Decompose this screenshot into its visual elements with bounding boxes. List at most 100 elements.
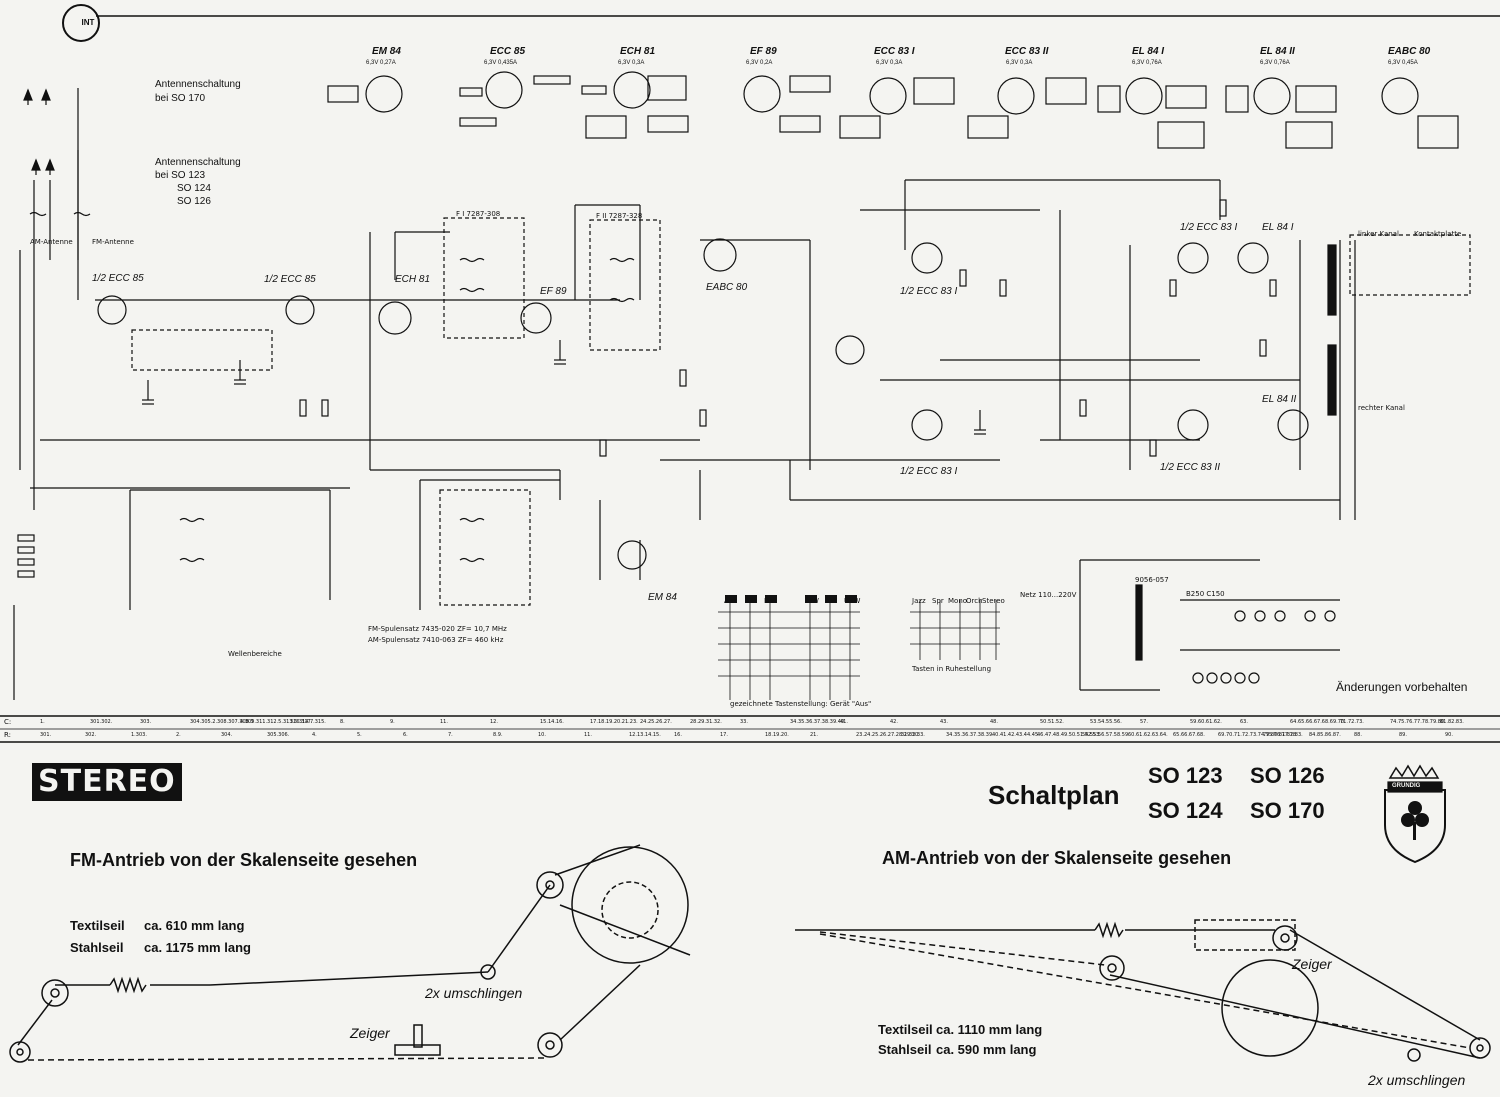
key-aus: Aus [724, 597, 737, 605]
tube-sub-ecc83-2: 6,3V 0,3A [1006, 60, 1033, 66]
fm-stahl-value: ca. 1175 mm lang [144, 940, 251, 955]
r-ref: 8.9. [493, 732, 503, 738]
stereo-logo: STEREO [32, 763, 182, 801]
schematic-tube-el84-1: EL 84 I [1262, 222, 1294, 233]
tube-sub-ech81: 6,3V 0,3A [618, 60, 645, 66]
r-ref: 18.19.20. [765, 732, 789, 738]
switch-rest-note: Tasten in Ruhestellung [912, 665, 992, 673]
c-ref: 1. [40, 719, 45, 725]
schematic-tube-ecc83-2: 1/2 ECC 83 II [1160, 462, 1221, 473]
tube-sub-em84: 6,3V 0,27A [366, 60, 396, 66]
c-ref: 34.35.36.37.38.39.40. [790, 719, 846, 725]
am-wrap-label: 2x umschlingen [1368, 1072, 1466, 1088]
tube-sub-ecc83-1: 6,3V 0,3A [876, 60, 903, 66]
c-ref: 4.309.311.312.5.313.6.314.7.315. [240, 719, 326, 725]
r-ref: 304. [221, 732, 233, 738]
c-ref: 53.54.55.56. [1090, 719, 1122, 725]
am-textil-label: Textilseil [878, 1022, 933, 1037]
c-ref: 74.75.76.77.78.79.80. [1390, 719, 1446, 725]
r-ref: 89. [1399, 732, 1407, 738]
am-stahl-value: ca. 590 mm lang [936, 1042, 1037, 1057]
c-ref: 64.65.66.67.68.69.70. [1290, 719, 1346, 725]
r-ref: 23.24.25.26.27.28.29.30. [856, 732, 920, 738]
r-ref: 21. [810, 732, 818, 738]
transformer-label: 9056-057 [1135, 576, 1169, 584]
antenna-so123-line2: bei SO 123 [155, 170, 206, 181]
r-row-label: R: [4, 731, 12, 739]
c-ref: 63. [1240, 719, 1248, 725]
c-ref: 316.317. [290, 719, 313, 725]
waveband-label: Wellenbereiche [228, 650, 282, 658]
r-ref: 54.55.56.57.58.59. [1082, 732, 1130, 738]
r-ref: 302. [85, 732, 97, 738]
r-ref: 12.13.14.15. [629, 732, 661, 738]
c-ref: 50.51.52. [1040, 719, 1064, 725]
r-ref: 69.70.71.72.73.74.75.76.77.78. [1218, 732, 1298, 738]
tube-header-ecc83-1: ECC 83 I [874, 46, 915, 57]
c-ref: 17.18.19.20.21.23. [590, 719, 638, 725]
tube-header-ecc85: ECC 85 [490, 46, 526, 57]
r-ref: 10. [538, 732, 546, 738]
schematic-tube-eabc80: EABC 80 [706, 282, 748, 293]
c-ref: 303. [140, 719, 152, 725]
c-ref: 41. [840, 719, 848, 725]
speaker-right-label: rechter Kanal [1358, 404, 1405, 412]
c-ref: 59.60.61.62. [1190, 719, 1222, 725]
r-ref: 2. [176, 732, 181, 738]
key-ukw: UKW [844, 597, 861, 605]
c-ref: 71.72.73. [1340, 719, 1364, 725]
am-drive-title: AM-Antrieb von der Skalenseite gesehen [882, 848, 1232, 868]
r-ref: 34.35.36.37.38.39. [946, 732, 994, 738]
model-so123: SO 123 [1148, 763, 1223, 788]
fm-drive-title: FM-Antrieb von der Skalenseite gesehen [70, 850, 418, 870]
r-ref: 60.61.62.63.64. [1128, 732, 1168, 738]
key-jazz: Jazz [912, 597, 926, 605]
schematic-tube-em84: EM 84 [648, 592, 677, 603]
r-ref: 305.306. [267, 732, 290, 738]
schematic-tube-ecc83-1a: 1/2 ECC 83 I [900, 286, 958, 297]
schematic-tube-ecc83-1c: 1/2 ECC 83 I [1180, 222, 1238, 233]
c-ref: 24.25.26.27. [640, 719, 672, 725]
tube-header-ecc83-2: ECC 83 II [1005, 46, 1049, 57]
int-logo: INT [62, 4, 100, 42]
fm-wrap-label: 2x umschlingen [425, 985, 523, 1001]
c-ref: 9. [390, 719, 395, 725]
tube-sub-eabc80: 6,3V 0,45A [1388, 60, 1418, 66]
model-so170: SO 170 [1250, 798, 1325, 823]
changes-note: Änderungen vorbehalten [1336, 680, 1468, 694]
rectifier-label: B250 C150 [1186, 590, 1225, 598]
fm-antenna-label: FM-Antenne [92, 238, 134, 246]
am-stahl-label: Stahlseil [878, 1042, 932, 1057]
c-ref: 33. [740, 719, 748, 725]
tube-header-el84-1: EL 84 I [1132, 46, 1165, 57]
r-ref: 88. [1354, 732, 1362, 738]
c-ref: 42. [890, 719, 898, 725]
key-ta: TA [746, 597, 755, 605]
c-ref: 15.14.16. [540, 719, 564, 725]
contact-plate-label: Kontaktplatte [1414, 230, 1462, 238]
tube-sub-el84-1: 6,3V 0,76A [1132, 60, 1162, 66]
r-ref: 1.303. [131, 732, 147, 738]
tube-header-ef89: EF 89 [750, 46, 777, 57]
mains-label: Netz 110...220V [1020, 591, 1077, 599]
r-ref: 84.85.86.87. [1309, 732, 1341, 738]
tube-header-em84: EM 84 [372, 46, 401, 57]
r-ref: 17. [720, 732, 728, 738]
speaker-left-label: linker Kanal [1358, 230, 1399, 238]
c-ref: 304.305.2.308.307.308.3 [190, 719, 254, 725]
schematic-tube-ecc85-b: 1/2 ECC 85 [264, 274, 316, 285]
key-mw: MW [806, 597, 819, 605]
r-ref: 6. [403, 732, 408, 738]
c-ref: 48. [990, 719, 998, 725]
antenna-so123-line4: SO 126 [177, 196, 211, 207]
schaltplan-title: Schaltplan [988, 780, 1120, 810]
r-ref: 4. [312, 732, 317, 738]
fm-coil-note: FM-Spulensatz 7435-020 ZF= 10,7 MHz [368, 625, 507, 633]
c-ref: 11. [440, 719, 448, 725]
fm-pointer-label: Zeiger [350, 1025, 390, 1041]
key-mono: Mono [948, 597, 968, 605]
bandfilter-f2: F II 7287-328 [596, 212, 643, 220]
tube-sub-el84-2: 6,3V 0,76A [1260, 60, 1290, 66]
tube-header-ech81: ECH 81 [620, 46, 656, 57]
